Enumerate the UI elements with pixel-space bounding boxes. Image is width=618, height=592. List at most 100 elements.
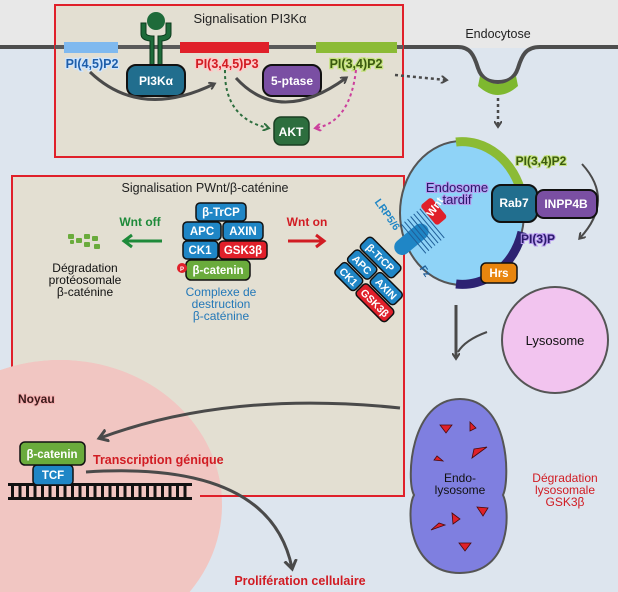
degraded-gsk3b-fragments (430, 421, 489, 552)
transcription-label: Transcription génique (93, 453, 224, 467)
proliferation-arrow (85, 469, 292, 568)
dna-rung (11, 486, 14, 497)
gsk3b-label: GSK3β (224, 245, 262, 257)
fusion-arrow-branch (457, 331, 488, 353)
conversion-arrow-pi3k (88, 70, 214, 101)
endocytosis-label: Endocytose (465, 27, 530, 41)
pip2-34-label: PI(3,4)P2 (330, 57, 383, 71)
wnt-off-arrowhead (121, 233, 133, 249)
lysosomal-degradation-line1: Dégradation (532, 471, 597, 485)
endosome-label-line2: tardif (443, 192, 472, 207)
dna-icon (8, 483, 192, 500)
dna-rung (18, 486, 22, 497)
receptor-icon (140, 12, 172, 69)
axin-label: AXIN (229, 226, 256, 238)
dna-rung (93, 486, 97, 497)
apc-label: APC (190, 226, 214, 238)
dna-rung (176, 486, 179, 497)
wnt-receptor-complex (394, 198, 447, 255)
dna-rung (161, 486, 164, 497)
pi3p-label: PI(3)P (521, 232, 555, 246)
plasma-membrane (0, 45, 618, 85)
proteasomal-degradation-line3: β-caténine (57, 285, 114, 299)
dna-rung (108, 486, 112, 497)
endolysosome (409, 397, 508, 575)
dna-rung (41, 486, 44, 497)
nuclear-bcatenin-node (19, 441, 86, 466)
complex-label-line3: β-caténine (193, 309, 250, 323)
ck1-label: CK1 (188, 245, 212, 257)
pi3k-panel (54, 4, 404, 158)
dna-rung (116, 486, 119, 497)
dna-rung (146, 486, 149, 497)
dna-rung (138, 486, 142, 497)
wnt-on-arrowhead (315, 233, 327, 249)
dna-rung (123, 486, 127, 497)
dna-rung (56, 486, 59, 497)
5-ptase-node (262, 64, 322, 97)
destruction-complex: β-TrCP APC AXIN CK1 GSK3β β-catenin P (177, 202, 268, 281)
dna-rung (131, 486, 134, 497)
dna-rung (48, 486, 52, 497)
proteasomal-degradation-line2: protéosomale (49, 273, 122, 287)
lysosome (501, 286, 609, 394)
endolysosome-label-line1: Endo- (444, 471, 476, 485)
lysosomal-degradation-line2: lysosomale (535, 483, 595, 497)
hrs-label: Hrs (489, 268, 508, 280)
pip2-45-label: PI(4,5)P2 (66, 57, 119, 71)
wnt-on-label: Wnt on (287, 215, 328, 229)
rab7-label: Rab7 (499, 196, 529, 210)
dna-rung (26, 486, 29, 497)
lrp56-receptor (394, 223, 429, 255)
dna-rung (33, 486, 37, 497)
akt-node (273, 116, 310, 146)
pip3-bar (180, 42, 269, 53)
nuclear-bcatenin-label: β-catenin (26, 449, 77, 461)
hrs-node (480, 262, 518, 284)
endocytic-vesicle (478, 76, 518, 95)
lysosome-label: Lysosome (526, 333, 585, 348)
bcatenin-nuclear-translocation-arrow (100, 401, 401, 438)
dna-rung (63, 486, 67, 497)
endosome-pip2-34-label: PI(3,4)P2 (516, 154, 567, 168)
nucleus-label: Noyau (18, 392, 55, 406)
akt-label: AKT (279, 125, 304, 139)
pi3k-panel-title: Signalisation PI3Kα (193, 11, 307, 26)
endocytosis-arrow (394, 73, 446, 80)
5-ptase-label: 5-ptase (271, 74, 313, 88)
dna-rung (153, 486, 157, 497)
dna-rung (183, 486, 187, 497)
pi3k-node (126, 64, 186, 97)
degraded-fragments-icon (68, 234, 100, 249)
dna-rung (168, 486, 172, 497)
dna-rung (78, 486, 82, 497)
inpp4b-node (535, 189, 598, 219)
pip2-45-bar (64, 42, 118, 53)
btrcp-label: β-TrCP (202, 207, 240, 219)
proteasomal-degradation-line1: Dégradation (52, 261, 117, 275)
dna-rung (71, 486, 74, 497)
wnt-ligand (421, 198, 447, 225)
wnt-panel-title: Signalisation PWnt/β-caténine (122, 181, 289, 195)
pi3k-label: PI3Kα (139, 74, 174, 88)
lysosomal-degradation-line3: GSK3β (546, 495, 585, 509)
bcatenin-label: β-catenin (192, 265, 243, 277)
pip2-34-bar (316, 42, 397, 53)
tcf-label: TCF (42, 470, 64, 482)
pip3-label: PI(3,4,5)P3 (195, 57, 258, 71)
phosphate-icon (177, 263, 187, 273)
dna-rung (86, 486, 89, 497)
proliferation-label: Prolifération cellulaire (234, 574, 365, 588)
endolysosome-label-line2: lysosome (435, 483, 486, 497)
pip2-34-domain (455, 137, 527, 197)
pip2-akt-activation-arrow (316, 69, 357, 128)
frizzled-receptor (401, 208, 445, 254)
complex-label-line2: destruction (192, 297, 251, 311)
dna-rung (101, 486, 104, 497)
fz-label: Fz (417, 264, 432, 279)
wnt-off-label: Wnt off (119, 215, 161, 229)
inpp4b-label: INPP4B (544, 197, 588, 211)
conversion-arrow-ptase (234, 78, 346, 104)
phosphate-label: P (180, 267, 184, 273)
